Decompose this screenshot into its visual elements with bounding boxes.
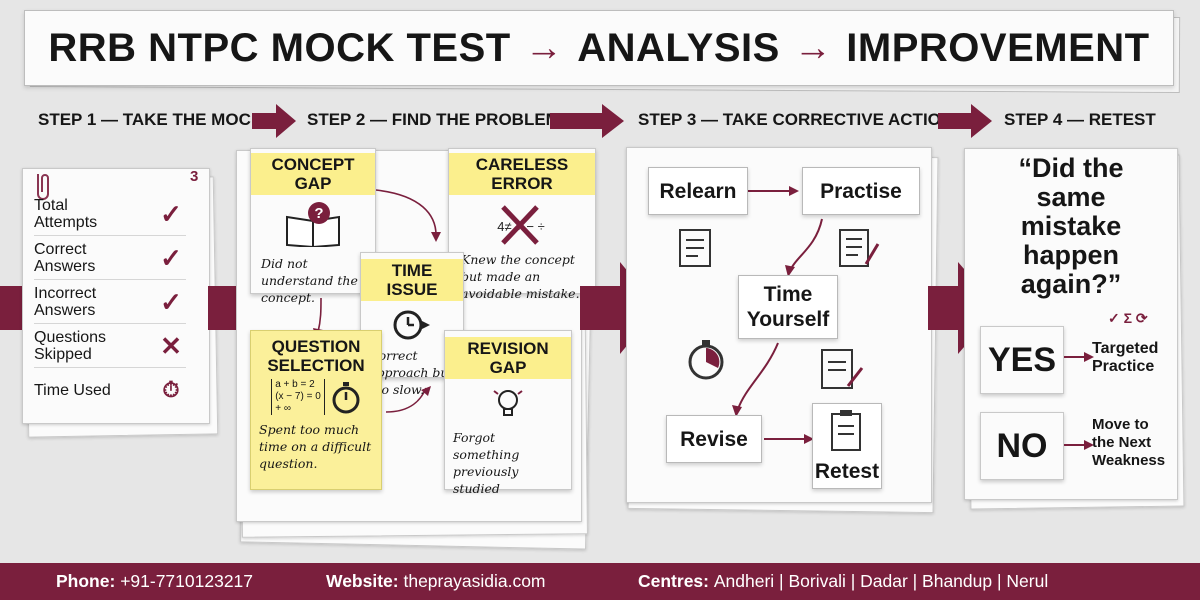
arrow-right-icon: [1064, 440, 1094, 450]
equation-block: a + b = 2 (x − 7) = 0 + ∞: [271, 379, 325, 415]
retest-label: Retest: [814, 460, 880, 483]
checklist-label: Time Used: [34, 381, 111, 399]
book-question-icon: ?: [286, 202, 340, 247]
clock-fast-icon: [393, 310, 430, 340]
clipboard-icon: [831, 410, 861, 451]
title-banner: RRB NTPC MOCK TEST → ANALYSIS → IMPROVEM…: [24, 10, 1174, 86]
footer-bar: Phone: +91-7710123217 Website: theprayas…: [0, 563, 1200, 600]
retest-question: “Did the same mistake happen again?”: [1018, 153, 1124, 299]
checklist-row: Total Attempts ✓: [34, 192, 186, 236]
careless-error-title: CARELESS ERROR: [449, 153, 595, 195]
concept-gap-text: Did not understand the concept.: [261, 256, 358, 305]
flow-arrow-head: [928, 262, 998, 354]
website-link[interactable]: theprayasidia.com: [403, 571, 546, 591]
concept-gap-note: CONCEPT GAP ? Did not understand the con…: [250, 148, 376, 305]
checklist-corner-number: 3: [190, 168, 199, 185]
checklist-row: Time Used ⏱: [34, 368, 186, 412]
svg-text:?: ?: [314, 205, 323, 222]
error-cross-icon: 4≠ + − ÷: [497, 205, 545, 245]
title-part-mock-test: RRB NTPC MOCK TEST: [48, 25, 511, 70]
footer-website: Website: theprayasidia.com: [326, 571, 546, 592]
step-3-heading: STEP 3 — TAKE CORRECTIVE ACTION: [638, 110, 954, 129]
title-part-analysis: ANALYSIS: [577, 25, 780, 70]
check-icon: ✓: [160, 198, 182, 229]
yes-label: YES: [987, 340, 1057, 379]
retest-box: Retest: [812, 403, 882, 489]
stopwatch-icon: [332, 382, 360, 414]
notebook-icon: [679, 229, 711, 267]
paperclip-icon: [37, 174, 49, 200]
question-selection-text: Spent too much time on a difficult quest…: [259, 422, 372, 471]
practise-box: Practise: [802, 167, 920, 215]
step-4-heading: STEP 4 — RETEST: [1004, 110, 1156, 129]
footer-phone: Phone: +91-7710123217: [56, 571, 253, 592]
careless-error-text: Knew the concept but made an avoidable m…: [461, 252, 580, 301]
test-paper-icon: [821, 349, 864, 389]
website-label: Website:: [326, 571, 399, 591]
step-arrow-icon: [938, 104, 992, 138]
checklist-label: Correct Answers: [34, 240, 96, 275]
page-title: RRB NTPC MOCK TEST → ANALYSIS → IMPROVEM…: [48, 26, 1149, 71]
lightbulb-icon: [493, 390, 523, 416]
checklist-label: Questions Skipped: [34, 328, 107, 363]
revision-gap-title: REVISION GAP: [445, 337, 571, 379]
relearn-box: Relearn: [648, 167, 748, 215]
action-connectors: [732, 186, 823, 444]
yes-box: YES: [980, 326, 1064, 394]
step-2-heading: STEP 2 — FIND THE PROBLEM: [307, 110, 560, 129]
no-label: NO: [996, 426, 1048, 465]
checklist-label: Incorrect Answers: [34, 284, 97, 319]
check-icon: ✓: [160, 242, 182, 273]
math-symbols-icon: ✓ Σ ⟳: [1108, 310, 1148, 326]
yes-result: Targeted Practice: [1092, 340, 1159, 375]
checklist-label: Total Attempts: [34, 196, 98, 231]
phone-number[interactable]: +91-7710123217: [120, 571, 254, 591]
revise-box: Revise: [666, 415, 762, 463]
no-result: Move to the Next Weakness: [1092, 416, 1166, 469]
phone-label: Phone:: [56, 571, 116, 591]
revision-gap-note: REVISION GAP Forgot something previously…: [444, 330, 572, 496]
concept-gap-title: CONCEPT GAP: [251, 153, 375, 195]
centres-label: Centres:: [638, 571, 709, 591]
title-arrow-icon: →: [524, 26, 564, 69]
careless-error-note: CARELESS ERROR 4≠ + − ÷ Knew the concept…: [448, 148, 596, 301]
step-arrow-icon: [252, 104, 296, 138]
time-issue-title: TIME ISSUE: [361, 259, 463, 301]
time-yourself-box: Time Yourself: [738, 275, 838, 339]
step-1-heading: STEP 1 — TAKE THE MOCK: [38, 110, 264, 129]
stopwatch-icon: ⏱: [162, 377, 180, 402]
checklist-row: Incorrect Answers ✓: [34, 280, 186, 324]
arrow-right-icon: [1064, 352, 1094, 362]
question-selection-title: QUESTION SELECTION: [267, 337, 365, 375]
cross-icon: ✕: [160, 330, 182, 361]
checklist-row: Questions Skipped ✕: [34, 324, 186, 368]
title-part-improvement: IMPROVEMENT: [846, 25, 1150, 70]
no-box: NO: [980, 412, 1064, 480]
revision-gap-text: Forgot something previously studied: [453, 430, 520, 496]
question-selection-figure: a + b = 2 (x − 7) = 0 + ∞: [251, 379, 381, 415]
check-icon: ✓: [160, 286, 182, 317]
question-selection-note: QUESTION SELECTION a + b = 2 (x − 7) = 0…: [250, 330, 382, 490]
step-arrow-icon: [550, 104, 624, 138]
footer-centres: Centres: Andheri | Borivali | Dadar | Bh…: [638, 571, 1048, 592]
title-arrow-icon: →: [793, 26, 833, 69]
checklist-row: Correct Answers ✓: [34, 236, 186, 280]
stopwatch-icon: [688, 340, 724, 380]
worksheet-pencil-icon: [839, 229, 880, 267]
centres-list: Andheri | Borivali | Dadar | Bhandup | N…: [713, 571, 1049, 591]
